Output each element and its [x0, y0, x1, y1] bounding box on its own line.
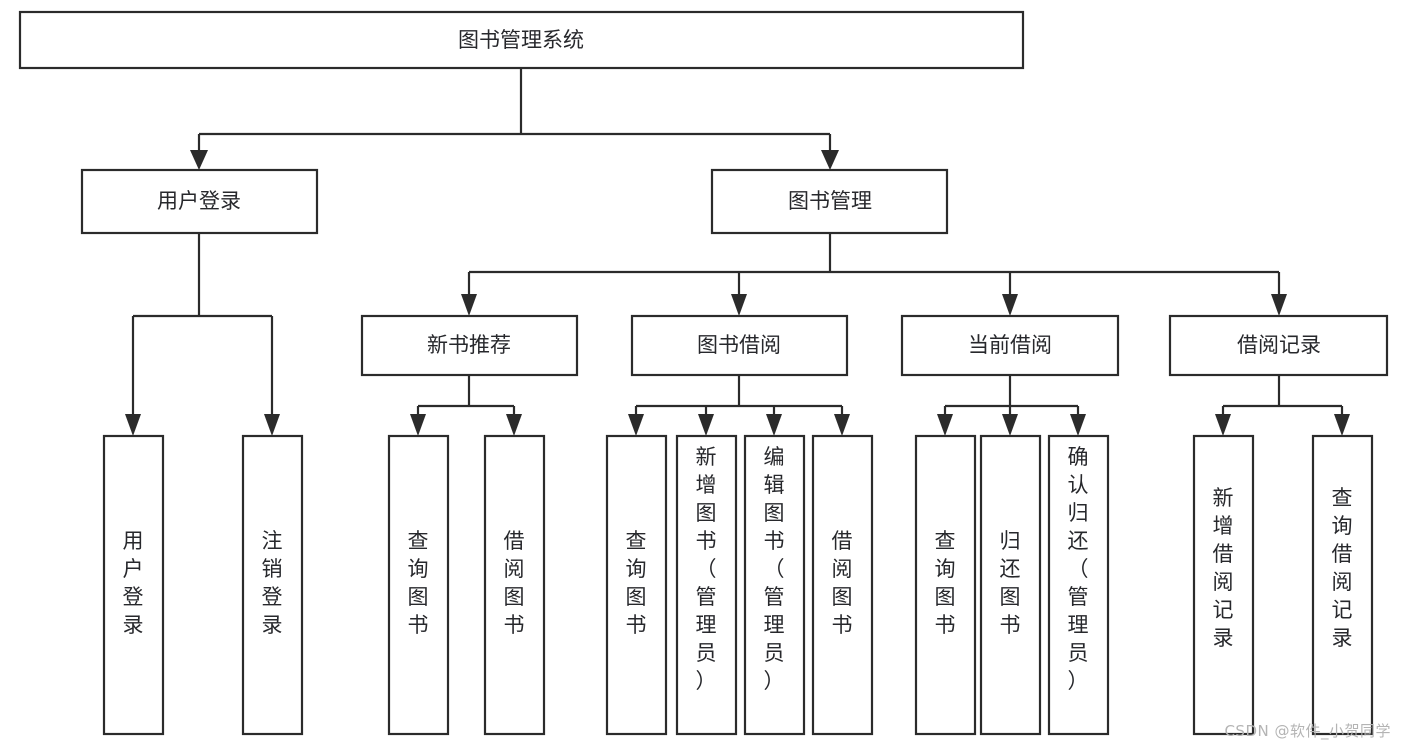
leaf-book-borrow-2-box[interactable]	[675, 434, 738, 736]
connector-bookborrow-to-leaves	[628, 375, 850, 436]
leaf-current-borrow-3-box[interactable]	[1047, 434, 1110, 736]
arrow-head-newbook-leaf-2	[506, 414, 522, 436]
arrow-head-currentborrow-leaf-2	[1002, 414, 1018, 436]
node-user-login[interactable]: 用户登录	[80, 168, 319, 235]
leaf-user-login-2[interactable]: 注销登录	[241, 434, 304, 736]
leaf-current-borrow-3-label: 确认归还（管理员）	[1068, 445, 1089, 693]
leaf-borrow-record-2[interactable]: 查询借阅记录	[1311, 434, 1374, 736]
connector-root-to-level1	[190, 68, 839, 170]
leaf-borrow-record-1-label: 新增借阅记录	[1213, 486, 1234, 650]
node-book-manage-label: 图书管理	[788, 189, 872, 213]
node-new-book-recommend-label: 新书推荐	[427, 333, 511, 357]
node-borrow-record-box[interactable]	[1168, 314, 1389, 377]
node-borrow-record[interactable]: 借阅记录	[1168, 314, 1389, 377]
leaf-new-book-2-box[interactable]	[483, 434, 546, 736]
leaf-user-login-2-box[interactable]	[241, 434, 304, 736]
node-book-borrow-box[interactable]	[630, 314, 849, 377]
leaf-book-borrow-1-box[interactable]	[605, 434, 668, 736]
leaf-book-borrow-2[interactable]: 新增图书（管理员）	[675, 434, 738, 736]
node-root-system[interactable]: 图书管理系统	[18, 10, 1025, 70]
node-user-login-label: 用户登录	[157, 189, 241, 213]
leaf-book-borrow-4-box[interactable]	[811, 434, 874, 736]
leaf-new-book-2[interactable]: 借阅图书	[483, 434, 546, 736]
leaf-book-borrow-3-box[interactable]	[743, 434, 806, 736]
leaf-book-borrow-3[interactable]: 编辑图书（管理员）	[743, 434, 806, 736]
node-book-borrow[interactable]: 图书借阅	[630, 314, 849, 377]
leaf-current-borrow-1-box[interactable]	[914, 434, 977, 736]
node-new-book-recommend-box[interactable]	[360, 314, 579, 377]
node-borrow-record-label: 借阅记录	[1237, 333, 1321, 357]
leaf-user-login-1[interactable]: 用户登录	[102, 434, 165, 736]
node-user-login-box[interactable]	[80, 168, 319, 235]
leaf-book-borrow-4-label: 借阅图书	[832, 529, 853, 637]
connector-newbook-to-leaves	[410, 375, 522, 436]
arrow-head-leaf-user-login	[125, 414, 141, 436]
leaf-new-book-1-label: 查询图书	[408, 529, 429, 637]
connector-borrowrecord-to-leaves	[1215, 375, 1350, 436]
node-new-book-recommend[interactable]: 新书推荐	[360, 314, 579, 377]
arrow-head-user-login	[190, 150, 208, 170]
node-book-manage[interactable]: 图书管理	[710, 168, 949, 235]
arrow-head-borrowrecord-leaf-1	[1215, 414, 1231, 436]
node-current-borrow-box[interactable]	[900, 314, 1120, 377]
node-root-system-box[interactable]	[18, 10, 1025, 70]
arrow-head-borrowrecord-leaf-2	[1334, 414, 1350, 436]
leaf-book-borrow-3-label: 编辑图书（管理员）	[764, 445, 785, 693]
node-root-system-label: 图书管理系统	[458, 28, 584, 52]
leaf-current-borrow-1[interactable]: 查询图书	[914, 434, 977, 736]
leaf-user-login-2-label: 注销登录	[262, 529, 283, 637]
leaf-book-borrow-1-label: 查询图书	[626, 529, 647, 637]
leaf-current-borrow-2-label: 归还图书	[1000, 529, 1021, 637]
leaf-borrow-record-1[interactable]: 新增借阅记录	[1192, 434, 1255, 736]
arrow-head-currentborrow-leaf-1	[937, 414, 953, 436]
node-book-borrow-label: 图书借阅	[697, 333, 781, 357]
leaf-new-book-1-box[interactable]	[387, 434, 450, 736]
connector-currentborrow-to-leaves	[937, 375, 1086, 436]
node-current-borrow[interactable]: 当前借阅	[900, 314, 1120, 377]
arrow-head-bookborrow-leaf-3	[766, 414, 782, 436]
arrow-head-book-borrow	[731, 294, 747, 316]
leaf-borrow-record-2-label: 查询借阅记录	[1332, 486, 1353, 650]
node-current-borrow-label: 当前借阅	[968, 333, 1052, 357]
arrow-head-current-borrow	[1002, 294, 1018, 316]
arrow-head-newbook-leaf-1	[410, 414, 426, 436]
leaf-book-borrow-1[interactable]: 查询图书	[605, 434, 668, 736]
leaf-new-book-1[interactable]: 查询图书	[387, 434, 450, 736]
arrow-head-book-manage	[821, 150, 839, 170]
arrow-head-borrow-record	[1271, 294, 1287, 316]
arrow-head-bookborrow-leaf-1	[628, 414, 644, 436]
leaf-current-borrow-3[interactable]: 确认归还（管理员）	[1047, 434, 1110, 736]
leaf-current-borrow-2[interactable]: 归还图书	[979, 434, 1042, 736]
node-book-manage-box[interactable]	[710, 168, 949, 235]
leaf-current-borrow-2-box[interactable]	[979, 434, 1042, 736]
arrow-head-new-book	[461, 294, 477, 316]
leaf-book-borrow-2-label: 新增图书（管理员）	[696, 445, 717, 693]
leaf-user-login-1-box[interactable]	[102, 434, 165, 736]
arrow-head-currentborrow-leaf-3	[1070, 414, 1086, 436]
arrow-head-leaf-logout	[264, 414, 280, 436]
connector-userlogin-to-leaves	[125, 233, 280, 436]
arrow-head-bookborrow-leaf-2	[698, 414, 714, 436]
arrow-head-bookborrow-leaf-4	[834, 414, 850, 436]
leaf-borrow-record-1-box[interactable]	[1192, 434, 1255, 736]
leaf-book-borrow-4[interactable]: 借阅图书	[811, 434, 874, 736]
leaf-user-login-1-label: 用户登录	[123, 529, 144, 637]
connector-bookmanage-to-level2	[461, 233, 1287, 316]
leaf-current-borrow-1-label: 查询图书	[935, 529, 956, 637]
leaf-borrow-record-2-box[interactable]	[1311, 434, 1374, 736]
leaf-new-book-2-label: 借阅图书	[504, 529, 525, 637]
